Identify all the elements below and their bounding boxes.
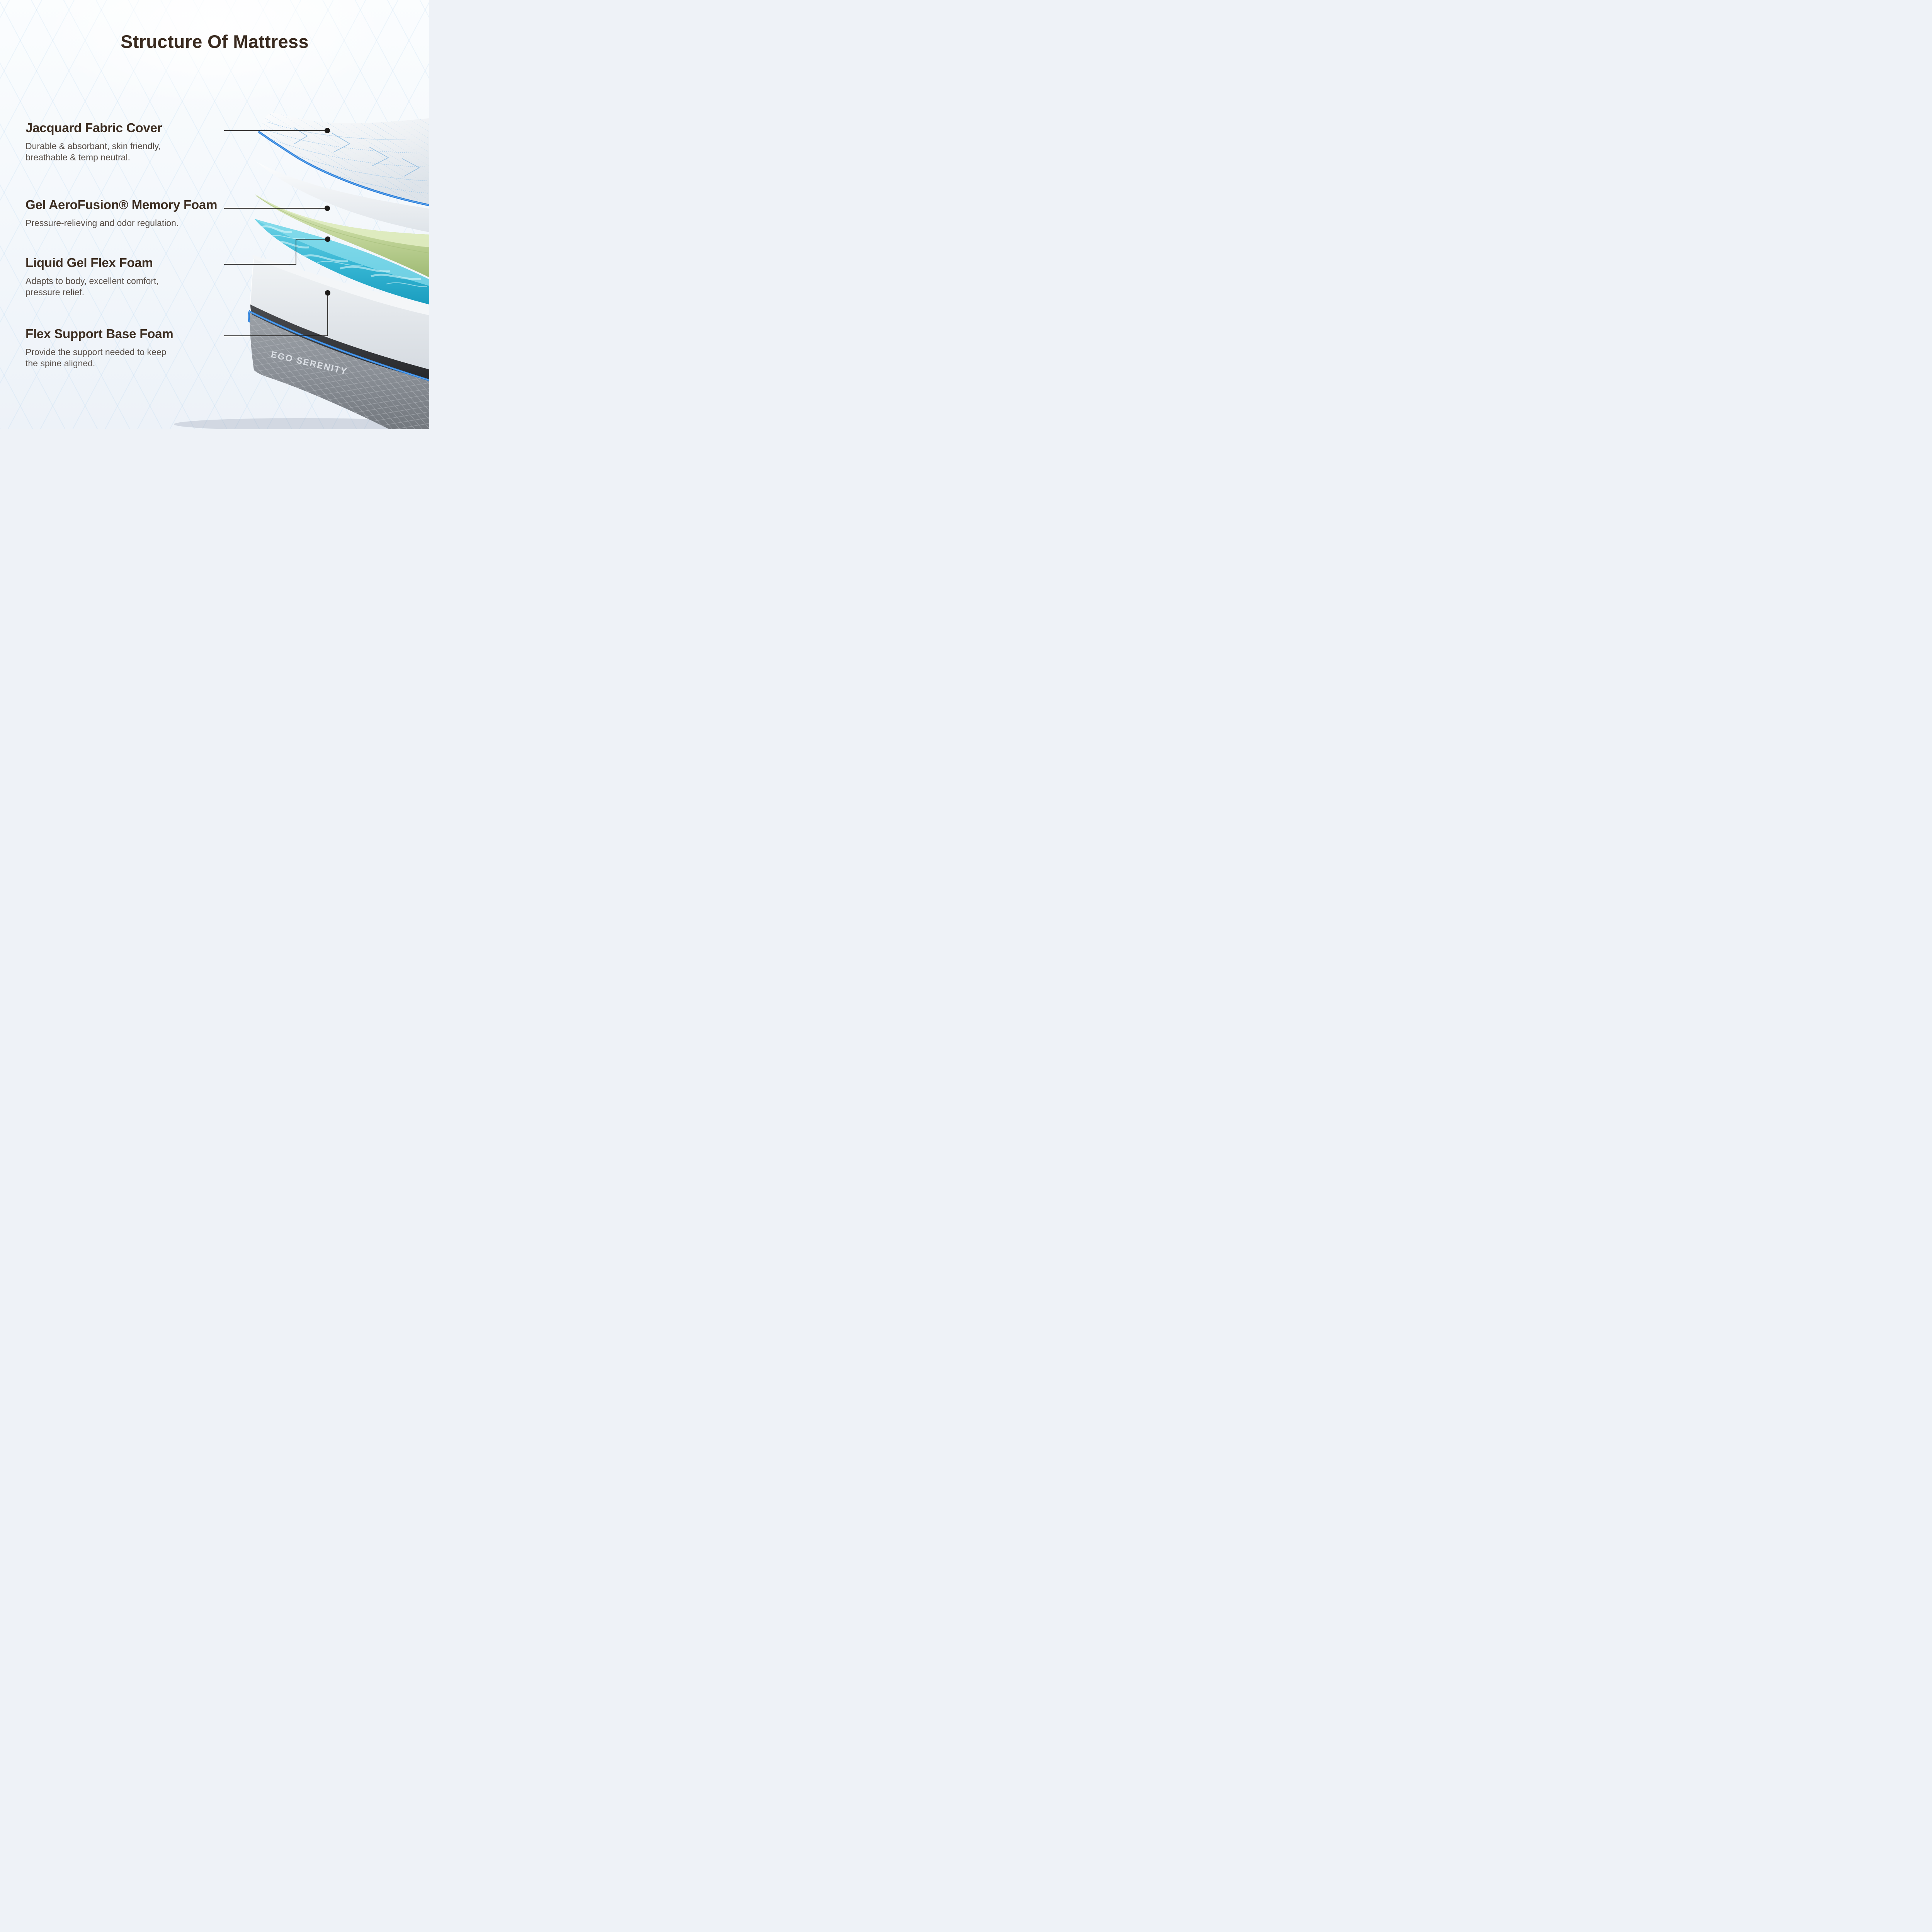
layer-base-foam [250, 255, 429, 369]
base-dark-band [250, 304, 429, 380]
base-foam-top-face [252, 255, 429, 315]
base-foam-front-face [250, 259, 429, 369]
memory-foam-crease [255, 195, 429, 253]
layer-description: Adapts to body, excellent comfort, press… [26, 276, 159, 297]
floor-shadow [174, 418, 429, 429]
layer-heading: Liquid Gel Flex Foam [26, 255, 153, 270]
callout-dots [325, 128, 330, 296]
layer-liquid-gel-foam [254, 219, 429, 304]
base-foam-left-edge-highlight [250, 259, 254, 305]
label-liquid-gel-flex-foam: Liquid Gel Flex Foam Adapts to body, exc… [26, 255, 159, 298]
layer-heading: Gel AeroFusion® Memory Foam [26, 197, 218, 212]
label-jacquard-fabric-cover: Jacquard Fabric Cover Durable & absorban… [26, 120, 162, 163]
page-title: Structure Of Mattress [121, 31, 309, 52]
layer-description: Durable & absorbant, skin friendly, brea… [26, 141, 161, 162]
mattress-exploded-illustration: EGO SERENITY [174, 112, 429, 429]
mattress-structure-infographic: Structure Of Mattress Jacquard Fabric Co… [0, 0, 429, 429]
base-piping-highlight [248, 311, 429, 381]
memory-foam-top-face [255, 194, 429, 247]
layer-description: Provide the support needed to keep the s… [26, 347, 167, 368]
layer-inner-sheet [256, 161, 429, 232]
cover-piping-highlight [259, 132, 429, 206]
layer-jacquard-cover [258, 112, 429, 206]
leader-lines [224, 130, 328, 336]
leader-line-base-foam [224, 295, 328, 336]
callout-dot-liquid-gel-foam [325, 236, 330, 242]
gel-foam-top-sheen [254, 219, 429, 286]
layer-description: Pressure-relieving and odor regulation. [26, 218, 179, 228]
layer-heading: Flex Support Base Foam [26, 327, 173, 341]
callout-dot-jacquard-cover [325, 128, 330, 133]
base-quilt-pattern [250, 311, 429, 429]
callout-dot-base-foam [325, 290, 330, 296]
layer-heading: Jacquard Fabric Cover [26, 121, 162, 135]
callout-dot-memory-foam [325, 206, 330, 211]
leader-line-liquid-gel-foam [224, 239, 325, 265]
label-gel-aerofusion-memory-foam: Gel AeroFusion® Memory Foam Pressure-rel… [26, 197, 217, 229]
label-flex-support-base-foam: Flex Support Base Foam Provide the suppo… [26, 326, 173, 369]
layer-base-cover: EGO SERENITY [248, 304, 429, 429]
layer-memory-foam [255, 194, 429, 277]
